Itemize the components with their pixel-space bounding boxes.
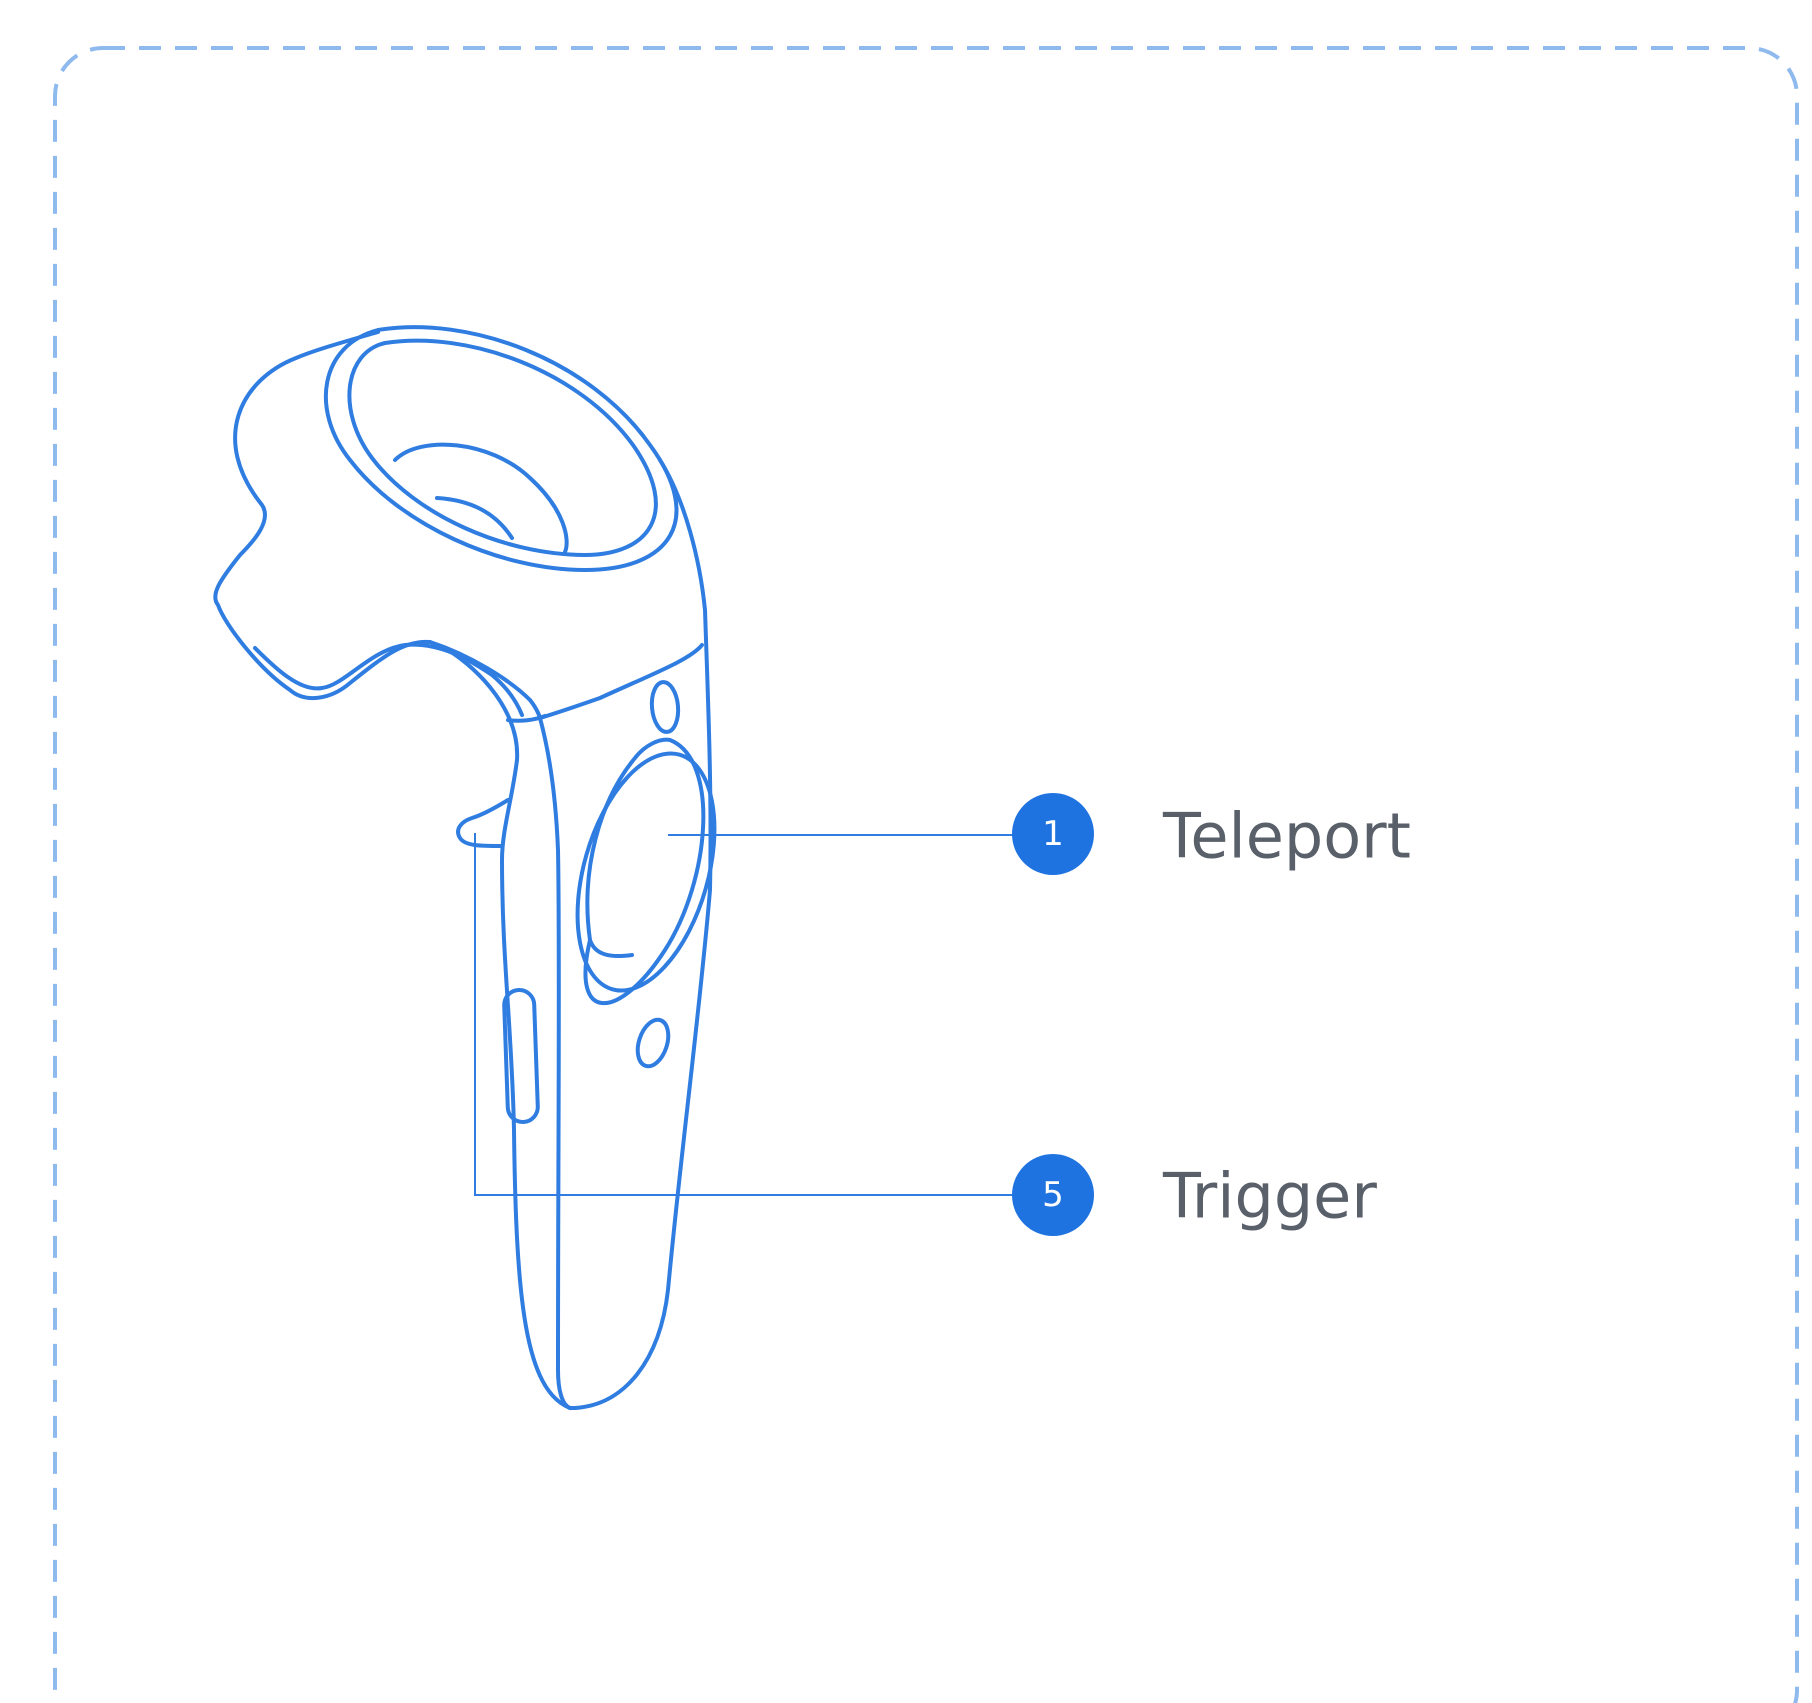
- neck-line: [428, 640, 542, 720]
- callout-number-5: 5: [1042, 1175, 1064, 1215]
- ring-hole: [393, 442, 569, 554]
- controller-wing: [213, 330, 432, 701]
- trackpad: [575, 751, 717, 993]
- body-front: [538, 716, 572, 1410]
- trigger-part: [456, 798, 510, 848]
- collar: [538, 643, 704, 720]
- callout-label-trigger: Trigger: [1162, 1160, 1377, 1233]
- callout-teleport: 1 Teleport: [668, 793, 1411, 875]
- callout-badge-5: [1012, 1154, 1094, 1236]
- trackpad-ring-outer: [583, 737, 706, 1005]
- tracking-ring-inner: [347, 338, 658, 557]
- body-right-edge: [568, 458, 713, 1410]
- body-back: [446, 648, 572, 1410]
- leader-line-trigger: [474, 833, 1020, 1196]
- menu-button: [649, 680, 681, 734]
- callout-trigger: 5 Trigger: [474, 833, 1377, 1236]
- callout-number-1: 1: [1042, 814, 1064, 854]
- vr-controller-icon: [213, 325, 717, 1410]
- trackpad-base: [588, 938, 634, 959]
- controller-wing-inner: [253, 642, 524, 717]
- system-button: [635, 1017, 671, 1069]
- callout-label-teleport: Teleport: [1162, 800, 1411, 873]
- grip-button: [502, 988, 540, 1124]
- ring-hole-lower: [435, 496, 514, 540]
- tracking-ring-outer: [323, 325, 679, 572]
- diagram-frame: [53, 46, 1799, 1703]
- callout-badge-1: [1012, 793, 1094, 875]
